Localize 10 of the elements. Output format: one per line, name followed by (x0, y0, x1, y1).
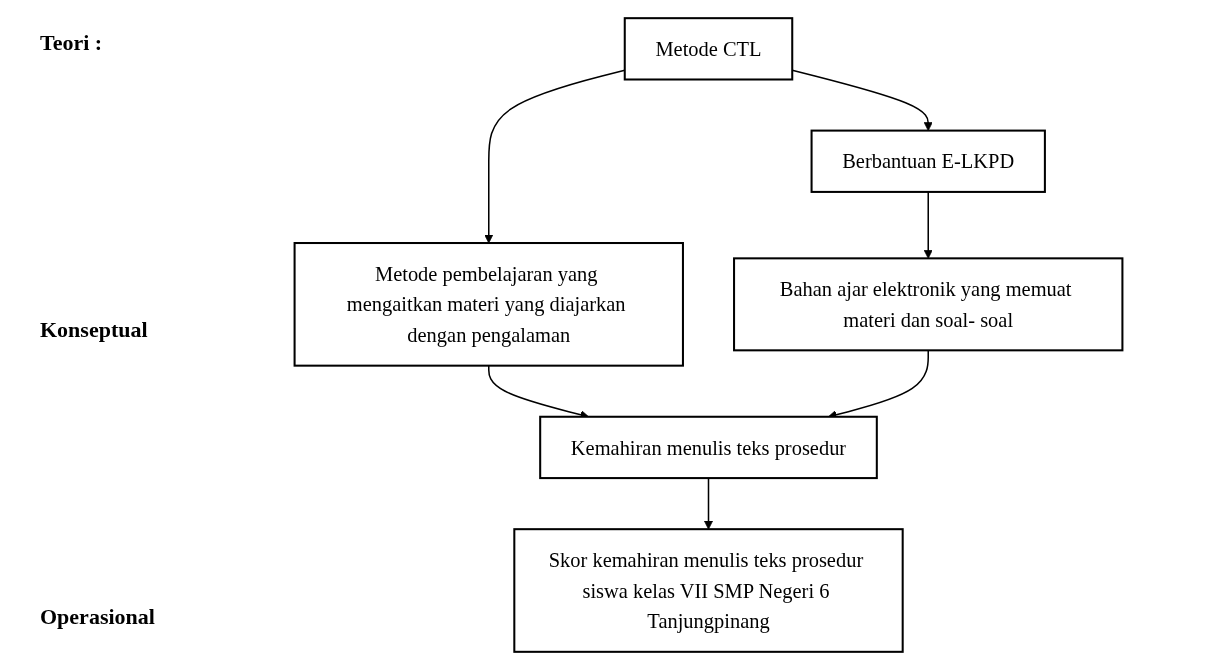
node-box: Metode CTL (623, 17, 794, 81)
arrow (923, 191, 933, 259)
row-label: Konseptual (40, 317, 149, 343)
node-box: Kemahiran menulis teks prosedur (539, 415, 878, 480)
node-box: Bahan ajar elektronik yang memuat materi dan soal- soal (733, 257, 1124, 352)
row-label: Operasional (40, 604, 156, 630)
node-box: Metode pembelajaran yang mengaitkan materi yang diajarkan dengan pengalaman (293, 242, 684, 367)
node-box: Skor kemahiran menulis teks prosedur siswa kelas VII SMP Negeri 6 Tanjungpinang (513, 528, 904, 653)
row-label: Teori : (40, 30, 104, 56)
node-box: Berbantuan E-LKPD (810, 129, 1046, 193)
